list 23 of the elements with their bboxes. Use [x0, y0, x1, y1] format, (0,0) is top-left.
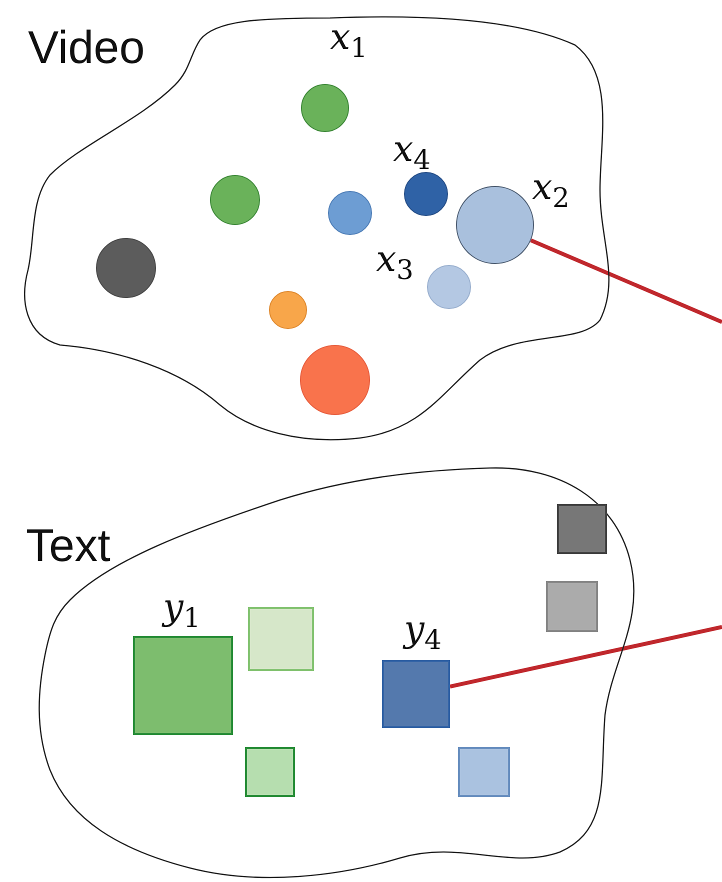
square-marker [557, 504, 607, 554]
circle-marker [427, 265, 471, 309]
variable-label: y$_{4}$ [404, 612, 442, 654]
variable-label: x$_{1}$ [330, 20, 368, 62]
square-marker [245, 747, 295, 797]
square-marker [382, 660, 450, 728]
variable-label: y$_{1}$ [163, 590, 201, 632]
square-marker [133, 636, 233, 735]
circle-marker [210, 175, 260, 225]
variable-label: x$_{3}$ [376, 242, 414, 284]
circle-marker [404, 172, 448, 216]
variable-label: x$_{2}$ [532, 170, 570, 212]
circle-marker [301, 84, 349, 132]
square-marker [458, 747, 510, 797]
variable-label: x$_{4}$ [393, 132, 430, 174]
circle-marker [328, 191, 372, 235]
circle-marker [269, 291, 307, 329]
square-marker [248, 607, 314, 671]
square-marker [546, 581, 598, 632]
region-heading: Video [28, 24, 145, 70]
connector-line [530, 238, 722, 324]
region-heading: Text [26, 522, 110, 568]
connector-line [450, 625, 722, 688]
